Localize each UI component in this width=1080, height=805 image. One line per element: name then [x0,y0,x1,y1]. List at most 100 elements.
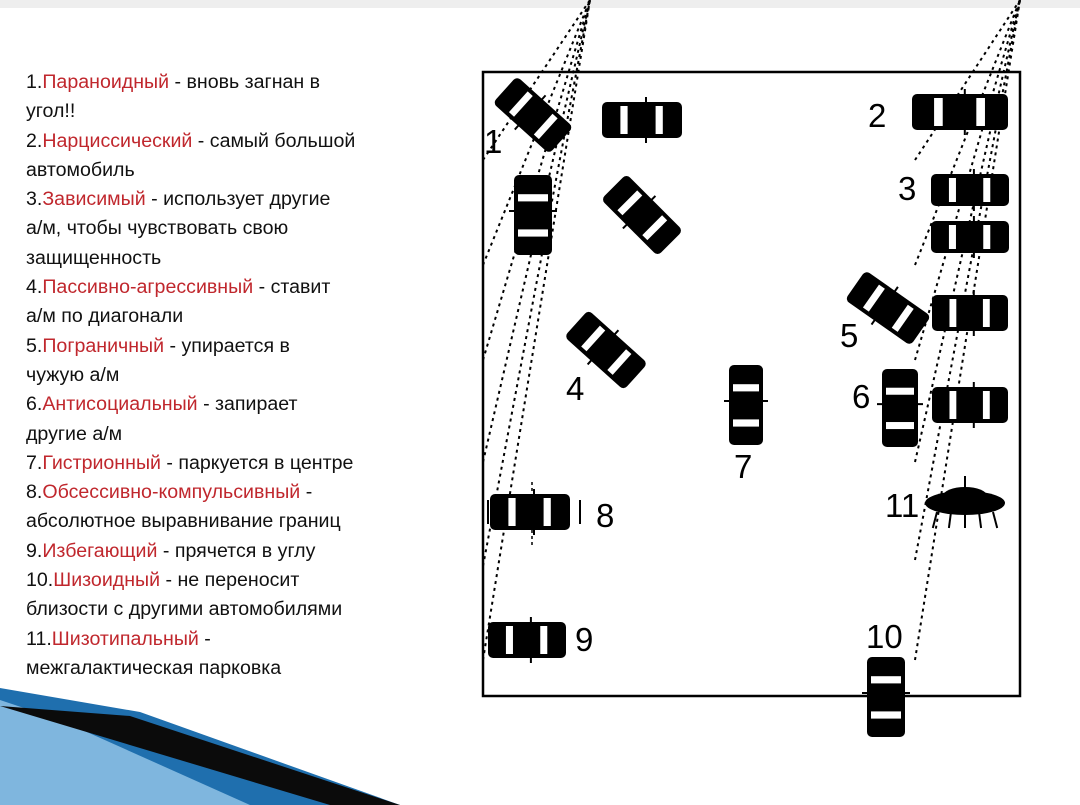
car-window [620,106,628,134]
legend-continuation: абсолютное выравнивание границ [26,510,341,533]
parking-line [482,0,591,463]
car-window [518,229,548,237]
car-window [949,391,957,419]
legend-continuation: автомобиль [26,158,135,181]
car-mirrors [870,286,899,326]
legend-description: - упирается в [164,334,290,357]
legend-item-10: 10.Шизоидный - не переносит [26,566,456,595]
label-10: 10 [866,618,903,655]
car-window [948,225,956,249]
label-6: 6 [852,378,870,415]
car-window [505,626,513,654]
car-body [932,387,1008,423]
legend-description: - использует другие [145,188,331,211]
car-window [983,178,991,202]
label-7: 7 [734,448,752,485]
car-window [862,284,885,312]
legend-term: Пограничный [42,334,165,357]
legend-continuation: а/м, чтобы чувствовать свою [26,217,289,240]
legend-number: 11. [26,627,52,650]
slide-top-edge [0,0,1080,8]
legend-number: 10. [26,569,54,592]
legend-term: Избегающий [42,539,158,562]
car-histrionic [724,365,768,445]
car-window [581,325,606,352]
car-window [886,387,914,395]
legend-item-9: 9.Избегающий - прячется в углу [26,537,456,566]
ufo-leg [931,511,938,529]
legend-description: - самый большой [192,129,356,152]
car-mirrors [586,329,620,366]
lot-border [481,70,1022,698]
car-plain-5 [932,382,1008,428]
legend-number: 1. [26,71,43,93]
car-window [891,304,914,332]
car-avoidant [488,617,566,663]
legend-number: 3. [26,188,43,211]
ufo-schizotypal [925,476,1005,529]
legend-number: 4. [26,276,43,299]
legend-number: 6. [26,393,43,416]
car-obsessive [490,489,570,535]
legend-number: 5. [26,334,43,357]
car-body [867,657,905,737]
legend-term: Нарциссический [42,129,193,152]
car-window [540,626,548,654]
label-9: 9 [575,621,593,658]
legend-term: Антисоциальный [42,393,198,416]
legend-description: - вновь загнан в [169,71,321,93]
car-window [655,106,663,134]
car-mirrors [514,94,547,131]
car-window [607,349,632,375]
car-body [488,622,566,658]
car-dependent [931,169,1009,211]
legend-number: 2. [26,129,43,152]
legend-term: Зависимый [42,188,146,211]
car-plain-4 [932,290,1008,336]
car-window [733,384,759,392]
car-body [514,175,552,255]
car-window [948,178,956,202]
legend-description: - прячется в углу [157,539,316,562]
car-mirrors [622,195,657,230]
car-dependent-b [931,216,1009,258]
label-8: 8 [596,497,614,534]
car-window [976,98,985,126]
legend-description: - паркуется в центре [160,451,354,474]
car-window [982,391,990,419]
parking-line [914,0,1021,266]
legend-item-6: 6.Антисоциальный - запирает [26,390,456,419]
car-body [931,221,1009,253]
legend-continuation: угол!! [26,100,76,123]
legend-term: Параноидный [42,71,170,93]
car-window [508,91,533,117]
car-window [533,113,558,140]
legend-term: Шизотипальный [51,627,199,650]
car-window [871,676,901,684]
car-window [508,498,516,526]
label-3: 3 [898,170,916,207]
car-body [490,494,570,530]
car-antisocial [877,369,923,447]
legend-description: - не переносит [160,569,300,592]
car-body [494,78,572,152]
car-window [642,215,668,241]
legend-continuation: чужую а/м [26,363,120,386]
car-paranoid [494,78,572,152]
parking-line [914,0,1021,561]
legend-text: 1.Параноидный - вновь загнан в угол!! 2.На… [26,68,456,683]
legend-item-4: 4.Пассивно-агрессивный - ставит [26,273,456,302]
legend-description: - [300,481,313,504]
car-window [934,98,943,126]
label-1: 1 [484,123,502,160]
car-window [886,422,914,430]
parking-line [914,0,1021,161]
ufo-dome [943,487,987,505]
legend-continuation: межгалактическая парковка [26,656,282,679]
legend-description: - ставит [253,276,331,299]
car-window [949,299,957,327]
label-11: 11 [885,487,919,524]
car-body [912,94,1008,130]
legend-item-2: 2.Нарциссический - самый большой [26,127,456,156]
legend-continuation: защищенность [26,246,162,269]
